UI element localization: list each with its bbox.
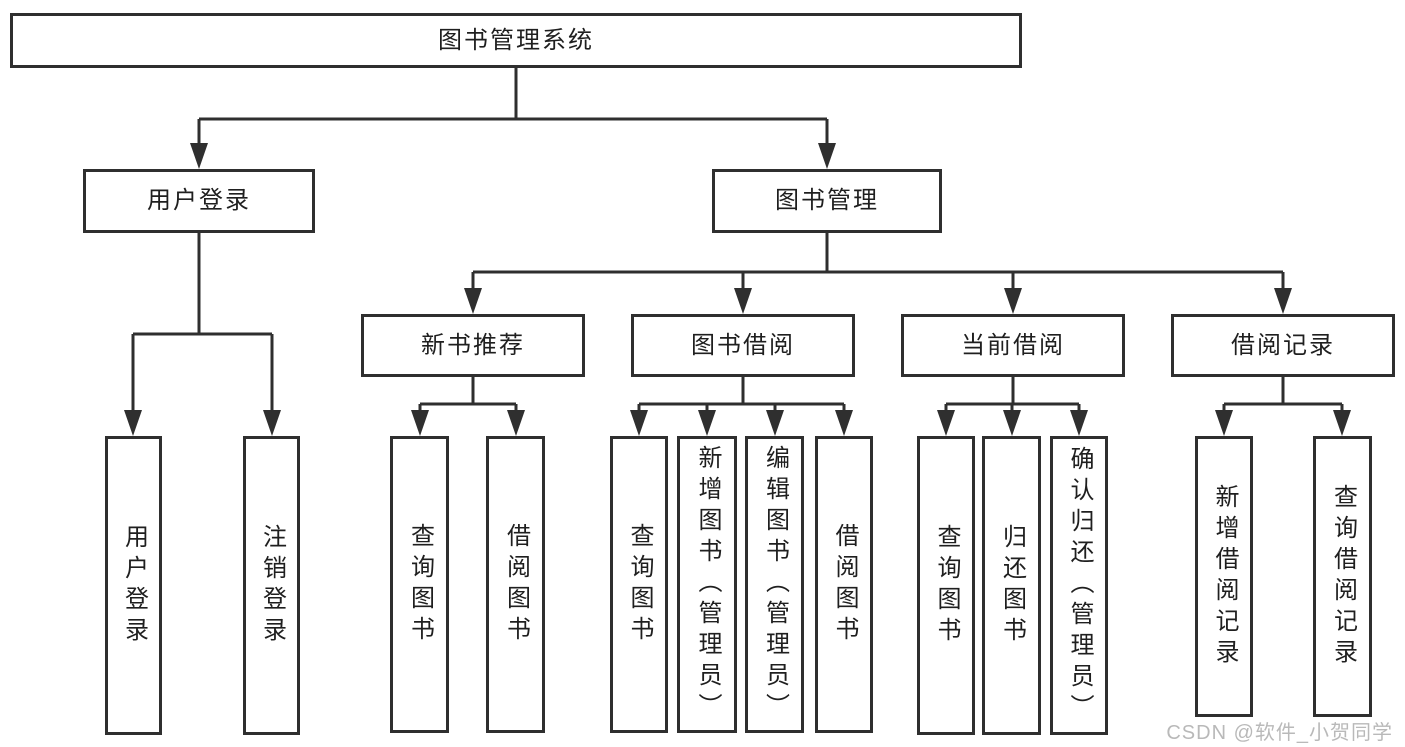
leaf-return-books: 归还图书	[982, 436, 1041, 735]
leaf-edit-books-admin: 编辑图书（管理员）	[745, 436, 804, 733]
leaf-query-borrow-record: 查询借阅记录	[1313, 436, 1372, 717]
leaf-confirm-return-admin: 确认归还（管理员）	[1050, 436, 1108, 735]
connector-lines	[131, 68, 1344, 412]
leaf-add-books-admin: 新增图书（管理员）	[677, 436, 737, 733]
arrowheads	[124, 143, 1351, 436]
node-current-borrow: 当前借阅	[901, 314, 1125, 377]
leaf-logout: 注销登录	[243, 436, 300, 735]
leaf-query-books-2: 查询图书	[610, 436, 668, 733]
node-root: 图书管理系统	[10, 13, 1022, 68]
csdn-watermark: CSDN @软件_小贺同学	[1166, 722, 1393, 744]
node-book-management: 图书管理	[712, 169, 942, 233]
node-book-borrow: 图书借阅	[631, 314, 855, 377]
leaf-borrow-books-2: 借阅图书	[815, 436, 873, 733]
leaf-borrow-books-1: 借阅图书	[486, 436, 545, 733]
node-borrow-records: 借阅记录	[1171, 314, 1395, 377]
node-new-book-recommend: 新书推荐	[361, 314, 585, 377]
leaf-query-books-1: 查询图书	[390, 436, 449, 733]
leaf-add-borrow-record: 新增借阅记录	[1195, 436, 1253, 717]
node-user-login: 用户登录	[83, 169, 315, 233]
leaf-user-login: 用户登录	[105, 436, 162, 735]
leaf-query-books-3: 查询图书	[917, 436, 975, 735]
